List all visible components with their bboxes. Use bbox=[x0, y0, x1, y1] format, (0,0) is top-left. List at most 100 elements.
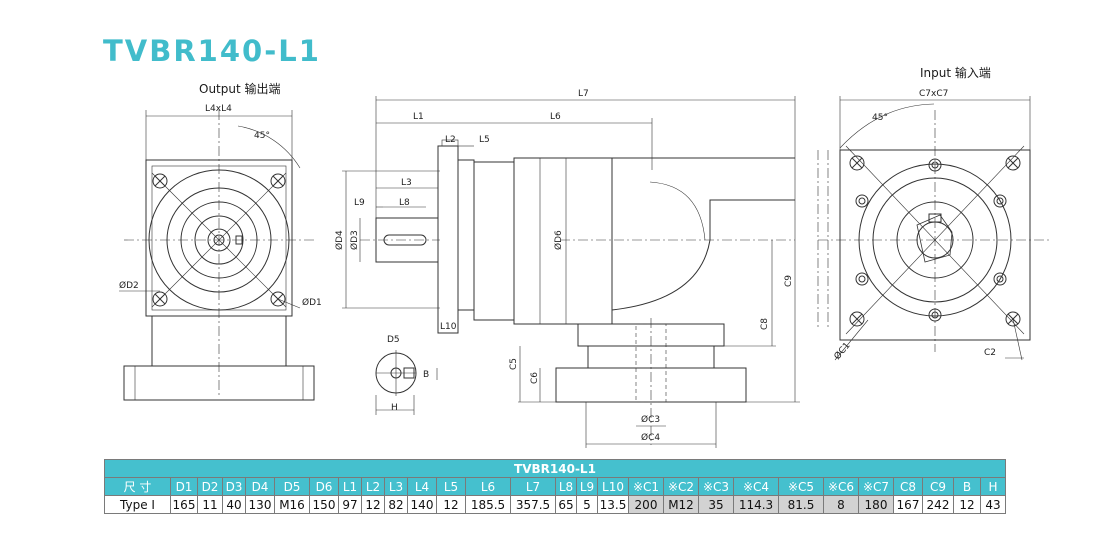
spec-table-cell: M16 bbox=[274, 495, 310, 514]
spec-table-cell: 114.3 bbox=[733, 495, 779, 514]
spec-table-cell: 82 bbox=[384, 495, 408, 514]
output-view bbox=[119, 110, 315, 401]
spec-table-header-cell: L7 bbox=[510, 477, 556, 496]
dim-label-C4: ØC4 bbox=[641, 432, 660, 443]
dim-label-D4: ØD4 bbox=[334, 230, 345, 250]
dim-label-L5: L5 bbox=[479, 135, 490, 145]
spec-table-cell: 167 bbox=[893, 495, 923, 514]
dim-label-B: B bbox=[423, 370, 429, 380]
spec-table-cell: 165 bbox=[170, 495, 198, 514]
side-flange bbox=[437, 145, 459, 334]
spec-table-header-cell: D4 bbox=[245, 477, 275, 496]
dim-label-L10: L10 bbox=[440, 322, 457, 332]
spec-table-header-cell: ※C6 bbox=[823, 477, 859, 496]
spec-table-header-cell: D5 bbox=[274, 477, 310, 496]
dim-label-H: H bbox=[391, 403, 398, 413]
shaft-key-detail bbox=[375, 350, 438, 415]
spec-table-cell: 5 bbox=[576, 495, 598, 514]
dim-label-C1: ØC1 bbox=[832, 340, 853, 362]
spec-table-cell: 12 bbox=[436, 495, 466, 514]
input-view bbox=[817, 96, 1050, 361]
spec-table-header-cell: ※C2 bbox=[663, 477, 699, 496]
dim-label-L1: L1 bbox=[413, 112, 424, 122]
output-base-flange bbox=[123, 365, 315, 401]
dim-label-C2: C2 bbox=[984, 348, 996, 358]
spec-table-cell: 180 bbox=[858, 495, 894, 514]
spec-table-cell: 11 bbox=[197, 495, 223, 514]
technical-drawing: L4xL4 45° ØD2 ØD1 L7 L1 L6 L2 L5 L3 L9 L… bbox=[119, 89, 1050, 448]
spec-table-cell: 242 bbox=[922, 495, 954, 514]
spec-table-row-label: Type I bbox=[104, 495, 171, 514]
spec-table-header-cell: L8 bbox=[555, 477, 577, 496]
dim-label-D2: ØD2 bbox=[119, 280, 139, 291]
dim-label-angle-output: 45° bbox=[254, 131, 270, 141]
spec-table-header-cell: L10 bbox=[597, 477, 629, 496]
spec-table-cell: 97 bbox=[338, 495, 362, 514]
spec-table-header-cell: ※C3 bbox=[698, 477, 734, 496]
spec-table-cell: 185.5 bbox=[465, 495, 511, 514]
spec-table-cell: 13.5 bbox=[597, 495, 629, 514]
product-title: TVBR140-L1 bbox=[103, 34, 321, 68]
dim-label-C7xC7: C7xC7 bbox=[919, 89, 948, 99]
spec-table-header-cell: L4 bbox=[407, 477, 437, 496]
spec-table-header-label: 尺 寸 bbox=[104, 477, 171, 496]
dim-label-L9: L9 bbox=[354, 198, 365, 208]
dim-label-angle-input: 45° bbox=[872, 113, 888, 123]
spec-table-cell: 12 bbox=[953, 495, 981, 514]
dim-label-L7: L7 bbox=[578, 89, 589, 99]
dim-label-L2: L2 bbox=[445, 135, 456, 145]
side-gear-body bbox=[473, 161, 515, 321]
spec-table-cell: 40 bbox=[222, 495, 246, 514]
spec-table-cell: 130 bbox=[245, 495, 275, 514]
spec-table-cell: 150 bbox=[309, 495, 339, 514]
spec-table-header-cell: D1 bbox=[170, 477, 198, 496]
spec-table-header-cell: D2 bbox=[197, 477, 223, 496]
spec-table-header-cell: L9 bbox=[576, 477, 598, 496]
spec-table-cell: 357.5 bbox=[510, 495, 556, 514]
spec-table-cell: 43 bbox=[980, 495, 1006, 514]
spec-table-header-cell: ※C1 bbox=[628, 477, 664, 496]
dim-label-D6: ØD6 bbox=[553, 230, 564, 250]
spec-table-header-cell: B bbox=[953, 477, 981, 496]
spec-table-header-cell: C9 bbox=[922, 477, 954, 496]
spec-table-header-cell: D6 bbox=[309, 477, 339, 496]
spec-table-header-cell: ※C7 bbox=[858, 477, 894, 496]
spec-table-header-cell: L1 bbox=[338, 477, 362, 496]
dim-label-C3: ØC3 bbox=[641, 414, 660, 425]
spec-table-header-cell: H bbox=[980, 477, 1006, 496]
spec-table-cell: 81.5 bbox=[778, 495, 824, 514]
spec-table-cell: 35 bbox=[698, 495, 734, 514]
spec-table-header-cell: L2 bbox=[361, 477, 385, 496]
spec-table-header-cell: L3 bbox=[384, 477, 408, 496]
dim-label-D5: D5 bbox=[387, 335, 400, 345]
spec-table-cell: 140 bbox=[407, 495, 437, 514]
spec-table-cell: 12 bbox=[361, 495, 385, 514]
dim-label-C6: C6 bbox=[530, 372, 540, 384]
spec-table-header-cell: ※C4 bbox=[733, 477, 779, 496]
dim-label-L4xL4: L4xL4 bbox=[205, 104, 232, 114]
spec-table-header-cell: L5 bbox=[436, 477, 466, 496]
side-view bbox=[342, 96, 800, 448]
spec-table-cell: M12 bbox=[663, 495, 699, 514]
dim-label-D3: ØD3 bbox=[349, 230, 360, 250]
dim-label-C8: C8 bbox=[760, 318, 770, 330]
dim-label-L8: L8 bbox=[399, 198, 410, 208]
spec-table-header-cell: ※C5 bbox=[778, 477, 824, 496]
dim-label-L6: L6 bbox=[550, 112, 561, 122]
dim-label-D1: ØD1 bbox=[302, 297, 322, 308]
spec-table-cell: 8 bbox=[823, 495, 859, 514]
dim-label-C9: C9 bbox=[784, 275, 794, 287]
spec-table-header-cell: D3 bbox=[222, 477, 246, 496]
output-view-label: Output 输出端 bbox=[199, 82, 281, 96]
spec-table-title-row: TVBR140-L1 bbox=[104, 459, 1006, 478]
dim-label-C5: C5 bbox=[509, 358, 519, 370]
spec-table-cell: 65 bbox=[555, 495, 577, 514]
input-bolt-holes bbox=[849, 155, 1021, 327]
input-view-label: Input 输入端 bbox=[920, 66, 991, 80]
spec-table-header-cell: C8 bbox=[893, 477, 923, 496]
dim-label-L3: L3 bbox=[401, 178, 412, 188]
spec-table-title: TVBR140-L1 bbox=[104, 459, 1006, 478]
spec-table-cell: 200 bbox=[628, 495, 664, 514]
